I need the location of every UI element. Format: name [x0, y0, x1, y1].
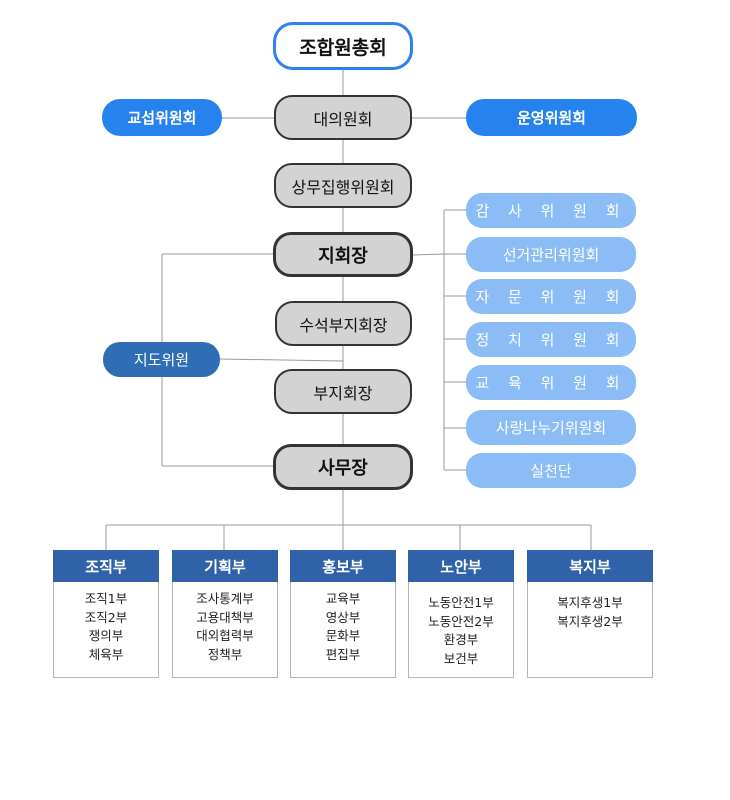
senior-vice-chief-box: 수석부지회장: [275, 301, 412, 346]
unit-item: 체육부: [88, 646, 124, 662]
unit-item: 노동안전2부: [428, 613, 494, 629]
bargaining-committee-box: 교섭위원회: [102, 99, 222, 136]
unit-item: 편집부: [325, 646, 361, 662]
department-publicity: 홍보부 교육부 영상부 문화부 편집부: [290, 550, 396, 678]
department-units: 조사통계부 고용대책부 대외협력부 정책부: [172, 582, 278, 678]
department-welfare: 복지부 복지후생1부 복지후생2부: [527, 550, 653, 678]
unit-item: 조직1부: [84, 591, 128, 606]
election-committee-box: 선거관리위원회: [466, 237, 636, 272]
action-group-box: 실천단: [466, 453, 636, 488]
operations-committee-box: 운영위원회: [466, 99, 637, 136]
unit-item: 조직2부: [84, 609, 128, 625]
department-planning: 기획부 조사통계부 고용대책부 대외협력부 정책부: [172, 550, 278, 678]
delegates-council-box: 대의원회: [274, 95, 412, 140]
secretary-general-box: 사무장: [273, 444, 413, 490]
general-assembly-box: 조합원총회: [273, 22, 413, 70]
department-header: 조직부: [53, 550, 159, 582]
unit-item: 환경부: [443, 632, 479, 647]
department-header: 기획부: [172, 550, 278, 582]
unit-item: 쟁의부: [88, 628, 124, 643]
education-committee-box: 교 육 위 원 회: [466, 365, 636, 400]
guidance-committee-box: 지도위원: [103, 342, 220, 377]
branch-chief-box: 지회장: [273, 232, 413, 277]
department-units: 노동안전1부 노동안전2부 환경부 보건부: [408, 582, 514, 678]
department-header: 복지부: [527, 550, 653, 582]
department-labor-safety: 노안부 노동안전1부 노동안전2부 환경부 보건부: [408, 550, 514, 678]
unit-item: 정책부: [207, 646, 243, 662]
advisory-committee-box: 자 문 위 원 회: [466, 279, 636, 314]
unit-item: 고용대책부: [196, 609, 254, 625]
department-header: 홍보부: [290, 550, 396, 582]
unit-item: 조사통계부: [196, 591, 254, 606]
department-units: 복지후생1부 복지후생2부: [527, 582, 653, 678]
vice-chief-box: 부지회장: [274, 369, 412, 414]
sharing-committee-box: 사랑나누기위원회: [466, 410, 636, 445]
unit-item: 대외협력부: [196, 628, 254, 643]
department-header: 노안부: [408, 550, 514, 582]
unit-item: 문화부: [325, 628, 361, 643]
unit-item: 보건부: [443, 650, 479, 666]
unit-item: 복지후생2부: [557, 613, 623, 629]
department-organization: 조직부 조직1부 조직2부 쟁의부 체육부: [53, 550, 159, 678]
audit-committee-box: 감 사 위 원 회: [466, 193, 636, 228]
standing-executive-committee-box: 상무집행위원회: [274, 163, 412, 208]
unit-item: 노동안전1부: [428, 595, 494, 610]
department-units: 조직1부 조직2부 쟁의부 체육부: [53, 582, 159, 678]
department-units: 교육부 영상부 문화부 편집부: [290, 582, 396, 678]
unit-item: 영상부: [325, 609, 361, 625]
unit-item: 복지후생1부: [557, 595, 623, 610]
unit-item: 교육부: [325, 591, 361, 606]
politics-committee-box: 정 치 위 원 회: [466, 322, 636, 357]
